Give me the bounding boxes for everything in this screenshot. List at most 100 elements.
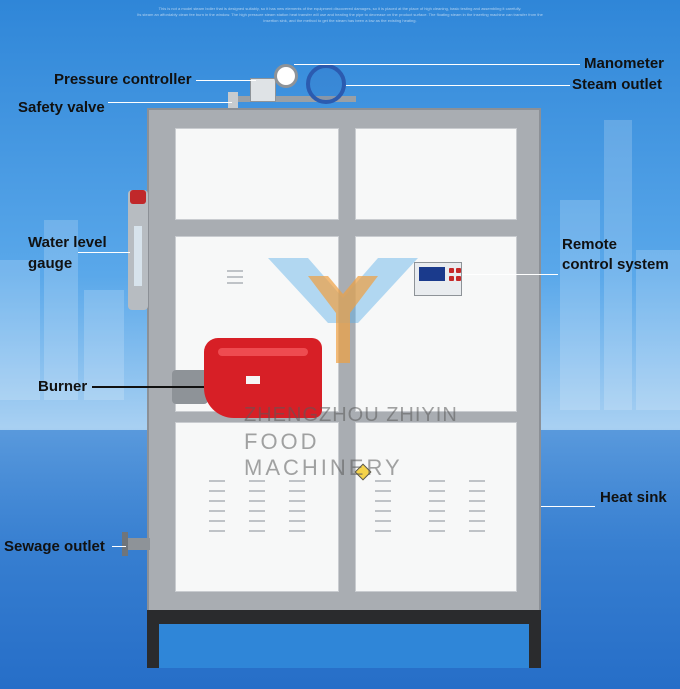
manometer-dial [274, 64, 298, 88]
burner [172, 330, 322, 430]
gauge-glass [134, 226, 142, 286]
pressure-controller-body [250, 78, 276, 102]
vent-slot [375, 510, 391, 512]
header-fine-print-line3: insertion sink, and the method to get th… [263, 18, 417, 23]
top-pipe [236, 96, 356, 102]
control-button [449, 276, 454, 281]
vent-slot [249, 520, 265, 522]
label-steam-outlet: Steam outlet [572, 76, 663, 93]
label-burner: Burner [38, 378, 88, 395]
vent-slot [289, 500, 305, 502]
vent-slot [469, 510, 485, 512]
background-building [560, 200, 600, 410]
header-fine-print: This is not a model steam boiler that is… [110, 6, 570, 24]
panel-top-left [175, 128, 339, 220]
sewage-outlet-flange [122, 532, 128, 556]
logo-blue-stroke [268, 258, 418, 323]
label-sewage-outlet: Sewage outlet [4, 538, 105, 555]
vent-slot [249, 490, 265, 492]
company-logo [268, 258, 418, 363]
panel-bottom-left [175, 422, 339, 592]
label-safety-valve: Safety valve [18, 99, 105, 116]
gauge-cap [130, 190, 146, 204]
leader-pressure-controller [196, 80, 256, 81]
label-remote-control-2: control system [562, 256, 669, 273]
vent-slot [209, 520, 225, 522]
control-button [456, 268, 461, 273]
vent-slot [289, 510, 305, 512]
header-fine-print-line1: This is not a model steam boiler that is… [158, 6, 522, 11]
vent-slot [209, 480, 225, 482]
background-building [0, 260, 40, 400]
watermark-line1: ZHENGZHOU ZHIYIN [244, 404, 458, 426]
vent-slot [249, 500, 265, 502]
burner-nameplate [246, 376, 260, 384]
background-building [44, 220, 78, 400]
background-building [636, 250, 680, 410]
watermark-line2: FOOD MACHINERY [244, 429, 403, 480]
leader-sewage-outlet [112, 546, 126, 547]
leader-heat-sink [541, 506, 595, 507]
vent-slot [469, 500, 485, 502]
vent-slot [375, 490, 391, 492]
vent-slot [209, 490, 225, 492]
vent-slot [375, 500, 391, 502]
vent-slot [249, 530, 265, 532]
vent-slot [469, 480, 485, 482]
header-fine-print-line2: Its steam an affordably clean fee burn i… [137, 12, 543, 17]
leader-safety-valve [108, 102, 232, 103]
vent-slot [375, 480, 391, 482]
vent-slot [375, 530, 391, 532]
watermark: ZHENGZHOU ZHIYIN FOOD MACHINERY [244, 404, 484, 481]
vent-slot [429, 480, 445, 482]
leader-burner [92, 386, 204, 388]
vent-slot [209, 530, 225, 532]
vent-slot [469, 520, 485, 522]
vent-slot [227, 270, 243, 272]
vent-slot [429, 530, 445, 532]
leader-water-level [78, 252, 130, 253]
boiler-cabinet [147, 108, 541, 616]
vent-slot [289, 520, 305, 522]
vent-slot [429, 520, 445, 522]
background-building [84, 290, 124, 400]
water-level-gauge [128, 190, 148, 310]
logo-orange-stroke [308, 276, 378, 363]
vent-slot [209, 510, 225, 512]
remote-control-panel [414, 262, 462, 296]
vent-slot [209, 500, 225, 502]
safety-valve-body [228, 92, 238, 108]
vent-slot [249, 480, 265, 482]
base-opening [159, 624, 529, 668]
label-water-level-1: Water level [28, 234, 107, 251]
control-button [456, 276, 461, 281]
leader-steam-outlet [346, 85, 570, 86]
vent-slot [469, 530, 485, 532]
vent-slot [375, 520, 391, 522]
background-building [604, 120, 632, 410]
leader-remote-control [462, 274, 558, 275]
sewage-outlet-pipe [124, 538, 150, 550]
steam-outlet-valve-wheel [306, 64, 346, 104]
label-water-level-2: gauge [28, 255, 73, 272]
burner-highlight [218, 348, 308, 356]
label-pressure-controller: Pressure controller [54, 71, 192, 88]
vent-slot [469, 490, 485, 492]
label-heat-sink: Heat sink [600, 489, 667, 506]
vent-slot [289, 490, 305, 492]
vent-slot [429, 490, 445, 492]
panel-top-right [355, 128, 517, 220]
vent-slot [249, 510, 265, 512]
vent-slot [289, 530, 305, 532]
label-manometer: Manometer [584, 55, 665, 72]
vent-slot [429, 510, 445, 512]
label-remote-control-1: Remote [562, 236, 618, 253]
vent-slot [227, 276, 243, 278]
vent-slot [227, 282, 243, 284]
leader-manometer [294, 64, 580, 65]
vent-slot [289, 480, 305, 482]
panel-bottom-right [355, 422, 517, 592]
cabinet-base [147, 610, 541, 668]
vent-slot [429, 500, 445, 502]
control-button [449, 268, 454, 273]
